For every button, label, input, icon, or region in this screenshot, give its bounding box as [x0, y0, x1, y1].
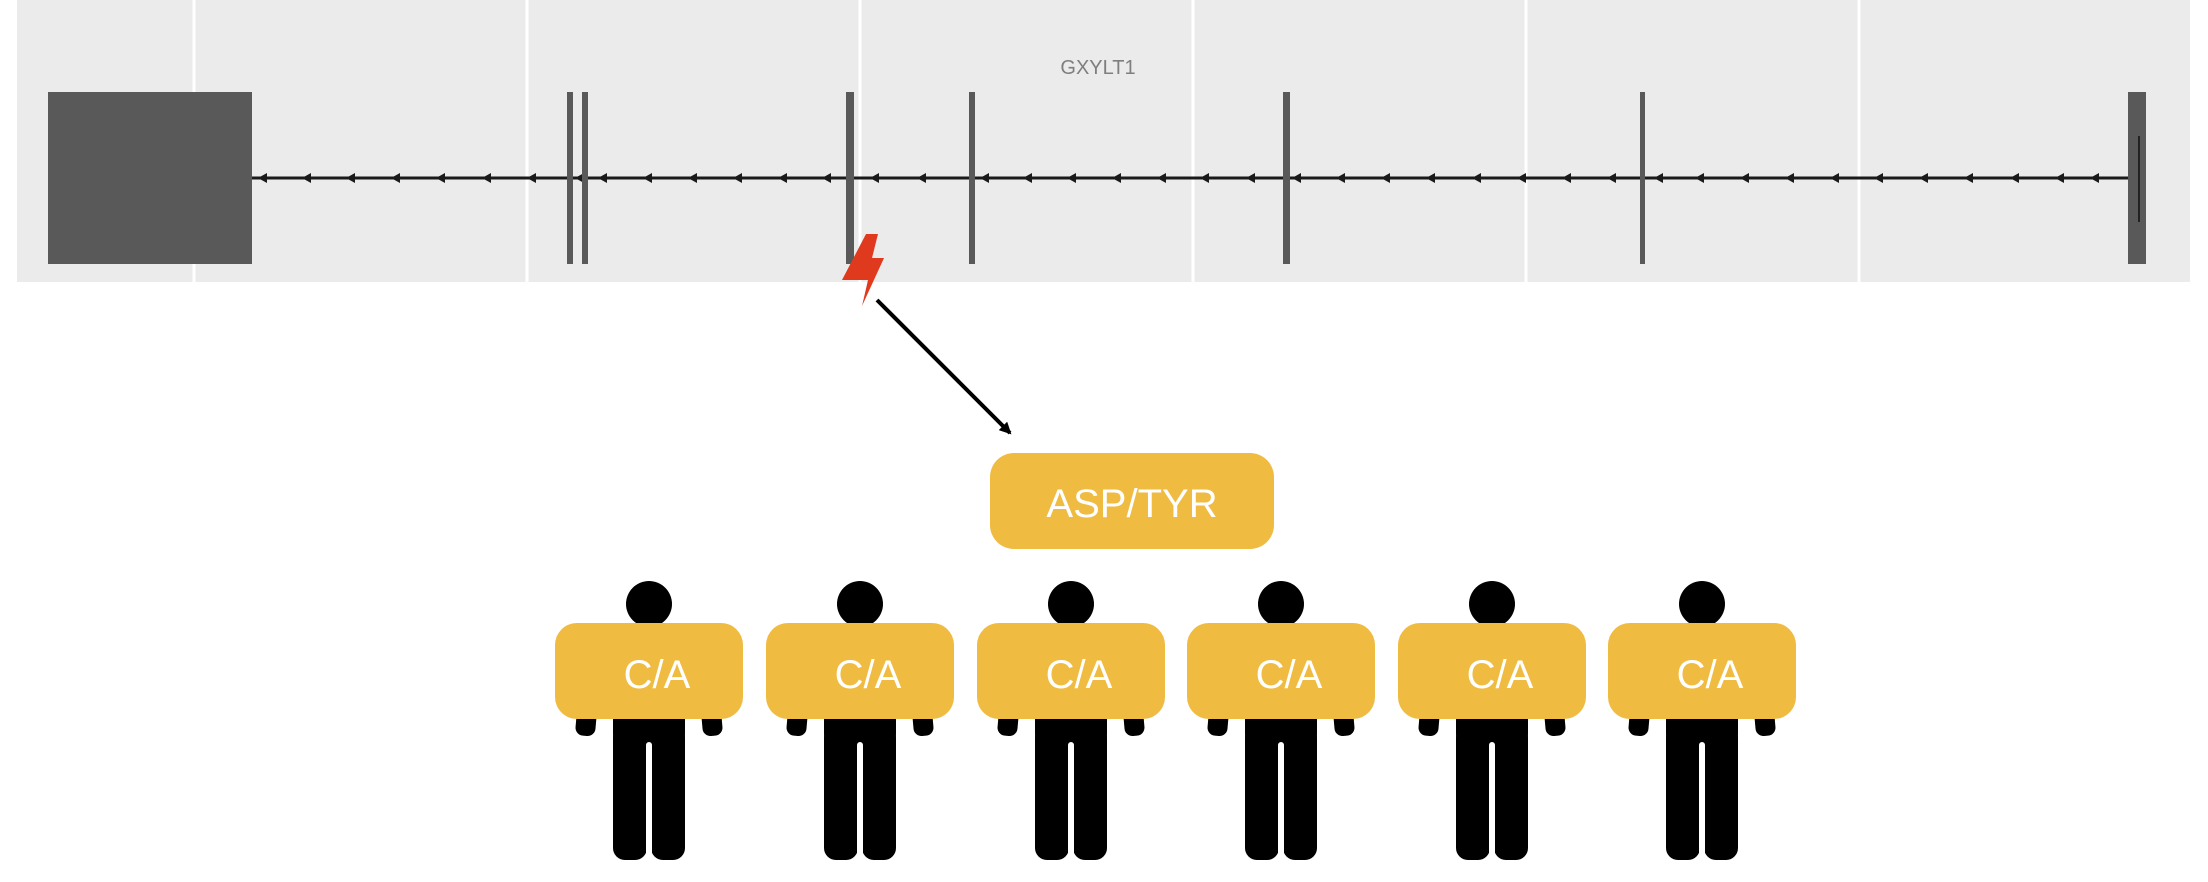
strand-arrow	[643, 173, 652, 183]
exon-block	[969, 92, 975, 264]
strand-arrow	[917, 173, 926, 183]
strand-arrow	[1200, 173, 1209, 183]
strand-arrow	[1112, 173, 1121, 183]
strand-arrow	[575, 173, 584, 183]
genotype-box	[1608, 623, 1796, 719]
genotype-label: C/A	[835, 653, 902, 697]
strand-arrow	[1740, 173, 1749, 183]
strand-arrow	[2055, 173, 2064, 183]
genotype-box	[1398, 623, 1586, 719]
person-with-genotype: C/A	[1608, 581, 1796, 862]
strand-arrow	[1067, 173, 1076, 183]
exon-block	[1283, 92, 1290, 264]
strand-arrow	[346, 173, 355, 183]
genotype-label: C/A	[1467, 653, 1534, 697]
genotype-label: C/A	[624, 653, 691, 697]
strand-arrow	[1874, 173, 1883, 183]
exon-block	[582, 92, 588, 264]
population-genotypes: C/A C/A C/A C/A C/A C/A	[555, 581, 1796, 862]
amino-acid-change-badge: ASP/TYR	[990, 453, 1274, 549]
genotype-box	[555, 623, 743, 719]
strand-arrow	[482, 173, 491, 183]
strand-arrow	[980, 173, 989, 183]
strand-arrow	[1336, 173, 1345, 183]
genotype-label: C/A	[1677, 653, 1744, 697]
strand-arrow	[1157, 173, 1166, 183]
track-background	[17, 0, 2190, 282]
strand-arrow	[1426, 173, 1435, 183]
strand-arrow	[688, 173, 697, 183]
genotype-label: C/A	[1256, 653, 1323, 697]
gene-track: GXYLT1	[17, 0, 2190, 282]
person-with-genotype: C/A	[555, 581, 743, 862]
person-with-genotype: C/A	[977, 581, 1165, 862]
strand-arrow	[2010, 173, 2019, 183]
strand-arrow	[1023, 173, 1032, 183]
person-with-genotype: C/A	[1187, 581, 1375, 862]
strand-arrow	[1472, 173, 1481, 183]
exon-block	[2128, 92, 2146, 264]
amino-acid-change-box	[990, 453, 1274, 549]
strand-arrow	[258, 173, 267, 183]
strand-arrow	[1964, 173, 1973, 183]
genotype-box	[766, 623, 954, 719]
strand-arrow	[391, 173, 400, 183]
amino-acid-change-label: ASP/TYR	[1046, 482, 1217, 526]
lightning-bolt-icon	[842, 234, 884, 306]
intron-line	[250, 173, 2135, 183]
strand-arrow	[2090, 173, 2099, 183]
genotype-box	[1187, 623, 1375, 719]
exon-blocks	[48, 92, 2146, 264]
genotype-label: C/A	[1046, 653, 1113, 697]
strand-arrow	[1562, 173, 1571, 183]
strand-arrow	[1654, 173, 1663, 183]
variant-marker	[842, 234, 1012, 435]
exon-block	[846, 92, 854, 264]
strand-arrow	[302, 173, 311, 183]
strand-arrow	[733, 173, 742, 183]
exon-block	[567, 92, 573, 264]
strand-arrow	[1695, 173, 1704, 183]
gene-name-label: GXYLT1	[1060, 57, 1135, 79]
genotype-box	[977, 623, 1165, 719]
person-with-genotype: C/A	[766, 581, 954, 862]
strand-arrow	[822, 173, 831, 183]
strand-arrow	[1246, 173, 1255, 183]
exon-block	[1640, 92, 1645, 264]
person-with-genotype: C/A	[1398, 581, 1586, 862]
strand-arrow	[1517, 173, 1526, 183]
strand-arrow	[598, 173, 607, 183]
strand-arrow	[1830, 173, 1839, 183]
strand-arrow	[1785, 173, 1794, 183]
strand-arrow	[1381, 173, 1390, 183]
strand-arrow	[1607, 173, 1616, 183]
exon-block	[48, 92, 252, 264]
strand-arrow	[778, 173, 787, 183]
strand-arrow	[1292, 173, 1301, 183]
strand-arrow	[527, 173, 536, 183]
strand-arrow	[436, 173, 445, 183]
strand-arrow	[1919, 173, 1928, 183]
strand-arrow	[870, 173, 879, 183]
variant-arrow	[875, 298, 1012, 435]
